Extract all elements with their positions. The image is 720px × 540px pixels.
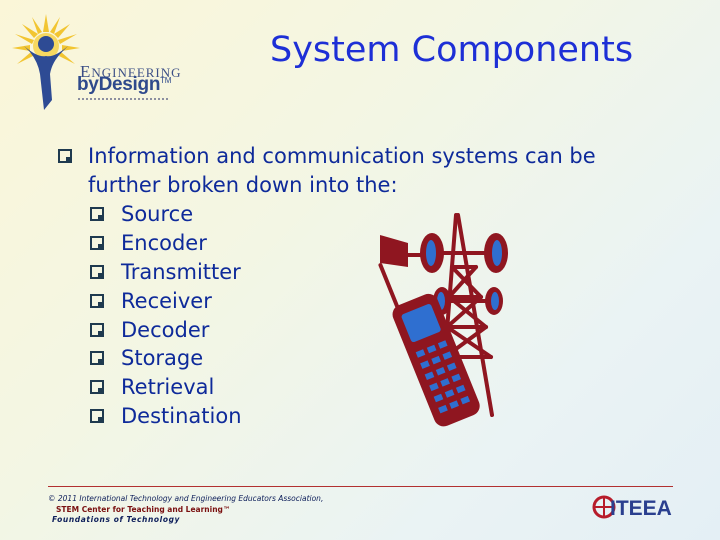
sun-figure-icon [12,14,80,110]
list-item-label: Destination [121,403,242,428]
logo-text-bydesign: byDesign [77,74,161,95]
footer-copyright: © 2011 International Technology and Engi… [48,494,324,503]
iteea-logo: ITEEA [592,495,672,520]
list-item-label: Decoder [121,317,210,342]
logo-text-e: E [80,62,92,81]
checkbox-bullet-icon [90,207,104,222]
list-item: Receiver [90,286,242,315]
checkbox-bullet-icon [90,322,104,337]
list-item-label: Storage [121,346,204,371]
footer: © 2011 International Technology and Engi… [48,494,323,526]
checkbox-bullet-icon [90,236,104,251]
logo-divider [78,98,170,100]
list-item: Retrieval [90,373,242,402]
checkbox-bullet-icon [90,380,104,395]
logo-text-engineering: NGINEERING [91,65,182,80]
list-item-label: Retrieval [121,375,215,400]
main-bullet: Information and communication systems ca… [58,142,658,200]
list-item: Storage [90,344,242,373]
communication-tower-phone-icon [378,213,508,427]
checkbox-bullet-icon [90,293,104,308]
list-item-label: Receiver [121,288,212,313]
slide-title: System Components [270,30,634,70]
footer-divider [48,486,673,487]
footer-series: Foundations of Technology [52,515,181,524]
list-item-label: Source [121,202,194,227]
main-bullet-text: Information and communication systems ca… [88,144,596,197]
list-item: Encoder [90,229,242,258]
list-item: Transmitter [90,258,242,287]
checkbox-bullet-icon [90,351,104,366]
checkbox-bullet-icon [58,149,72,163]
list-item: Destination [90,402,242,431]
component-list: Source Encoder Transmitter Receiver Deco… [90,200,242,430]
checkbox-bullet-icon [90,264,104,279]
list-item: Decoder [90,315,242,344]
footer-center: STEM Center for Teaching and Learning™ [56,504,231,514]
iteea-logo-text: ITEEA [610,497,672,520]
checkbox-bullet-icon [90,408,104,423]
list-item-label: Transmitter [121,259,241,284]
logo-tm: TM [160,76,172,85]
engineering-by-design-logo: ENGINEERING byDesignTM [8,10,182,120]
list-item-label: Encoder [121,231,207,256]
list-item: Source [90,200,242,229]
